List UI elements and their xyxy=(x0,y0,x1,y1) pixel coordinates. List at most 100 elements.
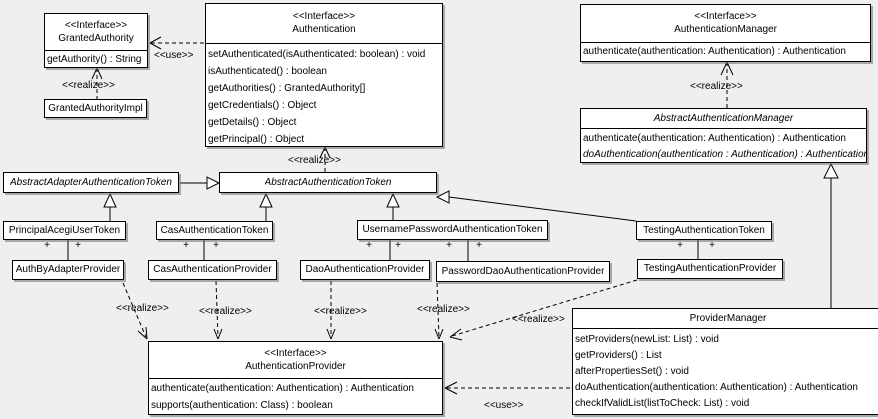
class-provider-manager: ProviderManager setProviders(newList: Li… xyxy=(572,308,878,415)
class-authentication: <<Interface>> Authentication setAuthenti… xyxy=(205,3,443,147)
method: setAuthenticated(isAuthenticated: boolea… xyxy=(208,49,426,60)
generalization-adapter-token-to-abstract-token xyxy=(180,176,221,190)
methods-compartment: setAuthenticated(isAuthenticated: boolea… xyxy=(206,43,442,147)
class-name: CasAuthenticationToken xyxy=(160,224,269,236)
class-name: AuthByAdapterProvider xyxy=(15,264,121,275)
stereotype-label: <<Interface>> xyxy=(694,11,757,22)
class-name: AbstractAuthenticationManager xyxy=(653,112,794,124)
realize-label: <<realize>> xyxy=(314,306,367,317)
method: setProviders(newList: List) : void xyxy=(575,334,719,345)
class-title: <<Interface>> GrantedAuthority xyxy=(45,14,147,50)
realize-label: <<realize>> xyxy=(199,306,252,317)
association-plus: + xyxy=(677,240,683,251)
method: doAuthentication(authentication : Authen… xyxy=(583,149,866,160)
realize-label: <<realize>> xyxy=(116,303,169,314)
method: afterPropertiesSet() : void xyxy=(575,366,689,377)
realize-abstract-token-to-authentication xyxy=(319,146,331,172)
class-title: <<Interface>> AuthenticationManager xyxy=(581,5,870,42)
method: doAuthentication(authentication: Authent… xyxy=(575,382,858,393)
realize-abstract-manager-to-authenticationmanager xyxy=(720,61,734,108)
class-username-password-authentication-token: UsernamePasswordAuthenticationToken xyxy=(357,220,548,240)
association-plus: + xyxy=(709,240,715,251)
class-name: AbstractAuthenticationToken xyxy=(264,176,392,188)
generalization-testing-token xyxy=(435,190,637,222)
methods-compartment: getAuthority() : String xyxy=(45,50,147,68)
class-title: <<Interface>> Authentication xyxy=(206,4,442,43)
methods-compartment: authenticate(authentication: Authenticat… xyxy=(581,128,866,163)
generalization-usernamepassword-token xyxy=(386,192,400,220)
class-abstract-adapter-authentication-token: AbstractAdapterAuthenticationToken xyxy=(3,172,179,193)
class-name: AuthenticationManager xyxy=(674,24,777,35)
method: getCredentials() : Object xyxy=(208,100,317,111)
realize-passworddaoauthenticationprovider xyxy=(434,282,444,340)
method: authenticate(authentication: Authenticat… xyxy=(151,383,414,394)
stereotype-label: <<Interface>> xyxy=(264,347,327,359)
association-plus: + xyxy=(213,240,219,251)
class-name: DaoAuthenticationProvider xyxy=(305,264,425,275)
class-name: GrantedAuthorityImpl xyxy=(48,102,143,114)
class-granted-authority: <<Interface>> GrantedAuthority getAuthor… xyxy=(44,13,148,68)
class-name: GrantedAuthority xyxy=(58,32,134,44)
class-name: TestingAuthenticationProvider xyxy=(643,263,777,274)
methods-compartment: setProviders(newList: List) : void getPr… xyxy=(573,328,878,414)
stereotype-label: <<Interface>> xyxy=(64,19,128,31)
association-plus: + xyxy=(44,240,50,251)
generalization-cas-token xyxy=(259,192,273,221)
association-plus: + xyxy=(476,240,482,251)
method: supports(authentication: Class) : boolea… xyxy=(151,400,333,411)
class-principal-acegi-user-token: PrincipalAcegiUserToken xyxy=(3,221,126,240)
class-name: PrincipalAcegiUserToken xyxy=(8,224,121,236)
method: authenticate(authentication: Authenticat… xyxy=(583,46,846,57)
realize-casauthenticationprovider xyxy=(213,280,223,340)
association-plus: + xyxy=(183,240,189,251)
class-abstract-authentication-manager: AbstractAuthenticationManager authentica… xyxy=(580,108,867,163)
class-cas-authentication-token: CasAuthenticationToken xyxy=(156,221,273,240)
method: checkIfValidList(listToCheck: List) : vo… xyxy=(575,398,750,409)
class-name: TestingAuthenticationToken xyxy=(643,224,765,236)
class-name: UsernamePasswordAuthenticationToken xyxy=(362,224,543,235)
class-authentication-manager: <<Interface>> AuthenticationManager auth… xyxy=(580,4,871,62)
class-title: ProviderManager xyxy=(573,309,878,328)
class-password-dao-authentication-provider: PasswordDaoAuthenticationProvider xyxy=(436,261,610,282)
class-abstract-authentication-token: AbstractAuthenticationToken xyxy=(219,172,437,193)
realize-grantedauthorityimpl xyxy=(91,67,103,100)
class-name: AuthenticationProvider xyxy=(245,360,346,372)
class-granted-authority-impl: GrantedAuthorityImpl xyxy=(44,99,147,118)
methods-compartment: authenticate(authentication: Authenticat… xyxy=(581,42,870,62)
class-testing-authentication-provider: TestingAuthenticationProvider xyxy=(637,259,783,279)
method: getAuthorities() : GrantedAuthority[] xyxy=(208,83,366,94)
method: authenticate(authentication: Authenticat… xyxy=(583,133,846,144)
use-label: <<use>> xyxy=(484,400,524,411)
stereotype-label: <<Interface>> xyxy=(292,11,356,22)
association-plus: + xyxy=(75,240,81,251)
class-title: <<Interface>> AuthenticationProvider xyxy=(149,342,442,378)
class-dao-authentication-provider: DaoAuthenticationProvider xyxy=(300,260,430,280)
class-name: Authentication xyxy=(292,24,356,35)
realize-testingauthenticationprovider xyxy=(449,279,638,341)
class-authentication-provider: <<Interface>> AuthenticationProvider aut… xyxy=(148,341,443,415)
class-name: AbstractAdapterAuthenticationToken xyxy=(10,176,172,188)
use-label: <<use>> xyxy=(154,50,194,61)
class-cas-authentication-provider: CasAuthenticationProvider xyxy=(148,260,277,280)
class-name: CasAuthenticationProvider xyxy=(153,264,272,275)
class-auth-by-adapter-provider: AuthByAdapterProvider xyxy=(12,260,124,280)
class-name: PasswordDaoAuthenticationProvider xyxy=(441,265,605,277)
use-authentication-to-grantedauthority xyxy=(149,36,204,50)
method: getAuthority() : String xyxy=(47,54,142,65)
method: getProviders() : List xyxy=(575,350,662,361)
generalization-principal-token xyxy=(103,192,117,221)
method: getDetails() : Object xyxy=(208,117,297,128)
association-plus: + xyxy=(395,240,401,251)
class-name: ProviderManager xyxy=(689,312,767,324)
methods-compartment: authenticate(authentication: Authenticat… xyxy=(149,378,442,414)
realize-label: <<realize>> xyxy=(288,155,341,166)
realize-authbyadapterprovider xyxy=(122,282,148,340)
method: getPrincipal() : Object xyxy=(208,134,305,145)
realize-daoauthenticationprovider xyxy=(326,281,336,340)
realize-label: <<realize>> xyxy=(62,80,115,91)
generalization-providermanager-to-abstract-manager xyxy=(823,162,839,308)
association-plus: + xyxy=(366,240,372,251)
use-providermanager-to-authenticationprovider xyxy=(444,381,570,395)
